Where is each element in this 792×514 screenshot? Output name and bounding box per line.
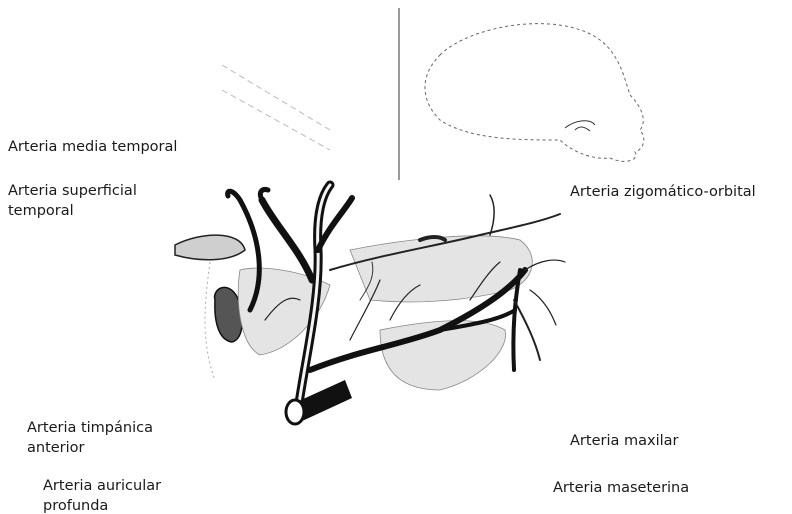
bone-shading bbox=[238, 236, 532, 390]
label-arteria-auricular-profunda: Arteria auricular profunda bbox=[43, 476, 161, 514]
label-arteria-zigomatico-orbital: Arteria zigomático-orbital bbox=[570, 182, 756, 202]
guide-lines bbox=[222, 65, 330, 150]
label-line: temporal bbox=[8, 201, 137, 221]
label-line: Arteria superficial bbox=[8, 181, 137, 201]
skull-inset-icon bbox=[425, 24, 644, 162]
label-line: profunda bbox=[43, 496, 161, 514]
label-arteria-timpanica-anterior: Arteria timpánica anterior bbox=[27, 418, 153, 458]
label-arteria-media-temporal: Arteria media temporal bbox=[8, 137, 177, 157]
label-arteria-maxilar: Arteria maxilar bbox=[570, 431, 678, 451]
carotid-trunk bbox=[286, 380, 352, 424]
label-line: Arteria auricular bbox=[43, 476, 161, 496]
label-arteria-maseterina: Arteria maseterina bbox=[553, 478, 689, 498]
ear-region bbox=[175, 235, 245, 380]
label-line: Arteria timpánica bbox=[27, 418, 153, 438]
label-arteria-superficial-temporal: Arteria superficial temporal bbox=[8, 181, 137, 221]
label-line: anterior bbox=[27, 438, 153, 458]
